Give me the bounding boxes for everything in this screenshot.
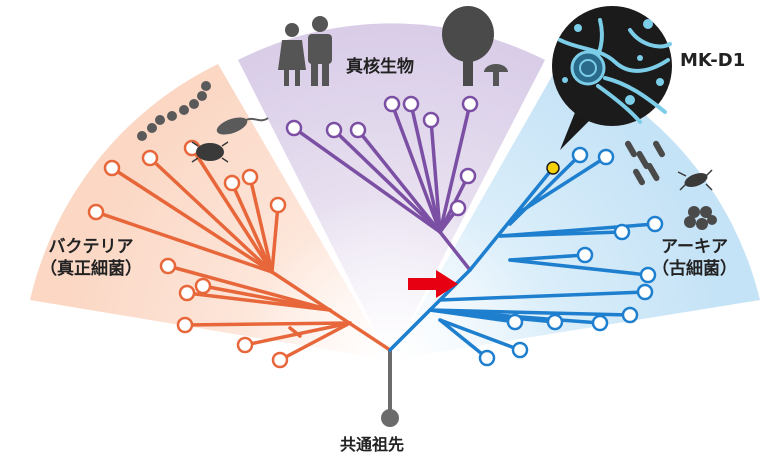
mk-d1-label: MK-D1 [680,50,746,71]
bacterium-icon [191,117,269,163]
archaea-cluster-icon [684,206,717,230]
mk-d1-node [546,161,560,175]
red-arrow-icon [408,270,458,298]
mushroom-icon [484,64,508,86]
bacteria-chain-icon [137,81,211,141]
bacteria-branches [94,146,392,362]
bacteria-tips [87,139,289,369]
archaea-sector [390,62,760,360]
tree-icon [442,6,494,86]
eukarya-label: 真核生物 [346,57,414,77]
archaea-tips [478,146,664,367]
common-ancestor-label: 共通祖先 [340,435,405,454]
archaea-label: アーキア （古細菌） [652,237,737,279]
common-ancestor-node [381,409,399,427]
archaea-rods-icon [625,140,665,186]
archaea-bug-icon [677,169,713,191]
eukarya-tips [285,95,479,217]
people-icon [278,16,332,86]
mk-d1-micrograph-icon [552,6,672,150]
bacteria-label: バクテリア （真正細菌） [40,237,142,279]
